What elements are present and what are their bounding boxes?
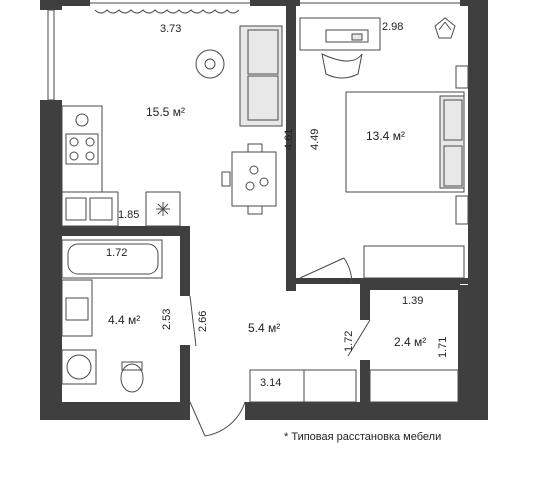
storage-width-label: 1.39 [402,295,423,307]
walls [40,0,488,420]
bedroom-area-label: 13.4 м² [366,129,405,143]
living-depth-label: 4.61 [283,129,295,150]
living-room-furniture [61,9,283,227]
kitchen-length-label: 1.85 [118,209,139,221]
labels: 3.73 15.5 м² 4.61 1.85 2.98 13.4 м² 4.49… [106,21,449,443]
bedroom-furniture [299,17,469,285]
living-width-label: 3.73 [160,23,181,35]
living-area-label: 15.5 м² [146,105,185,119]
hall-fixtures [189,319,459,437]
storage-depth-label: 1.71 [437,337,449,358]
bedroom-width-label: 2.98 [382,21,403,33]
bathroom-fixtures [61,239,197,393]
storage-area-label: 2.4 м² [394,335,426,349]
bathroom-area-label: 4.4 м² [108,313,140,327]
bedroom-depth-label: 4.49 [309,129,321,150]
furniture-footnote: * Типовая расстановка мебели [284,431,441,443]
hall-area-label: 5.4 м² [248,321,280,335]
bathroom-depth-label: 2.53 [161,309,173,330]
bathtub-length-label: 1.72 [106,247,127,259]
storage-door-label: 1.72 [343,331,355,352]
hall-depth-label: 2.66 [197,311,209,332]
closet-width-label: 3.14 [260,377,281,389]
